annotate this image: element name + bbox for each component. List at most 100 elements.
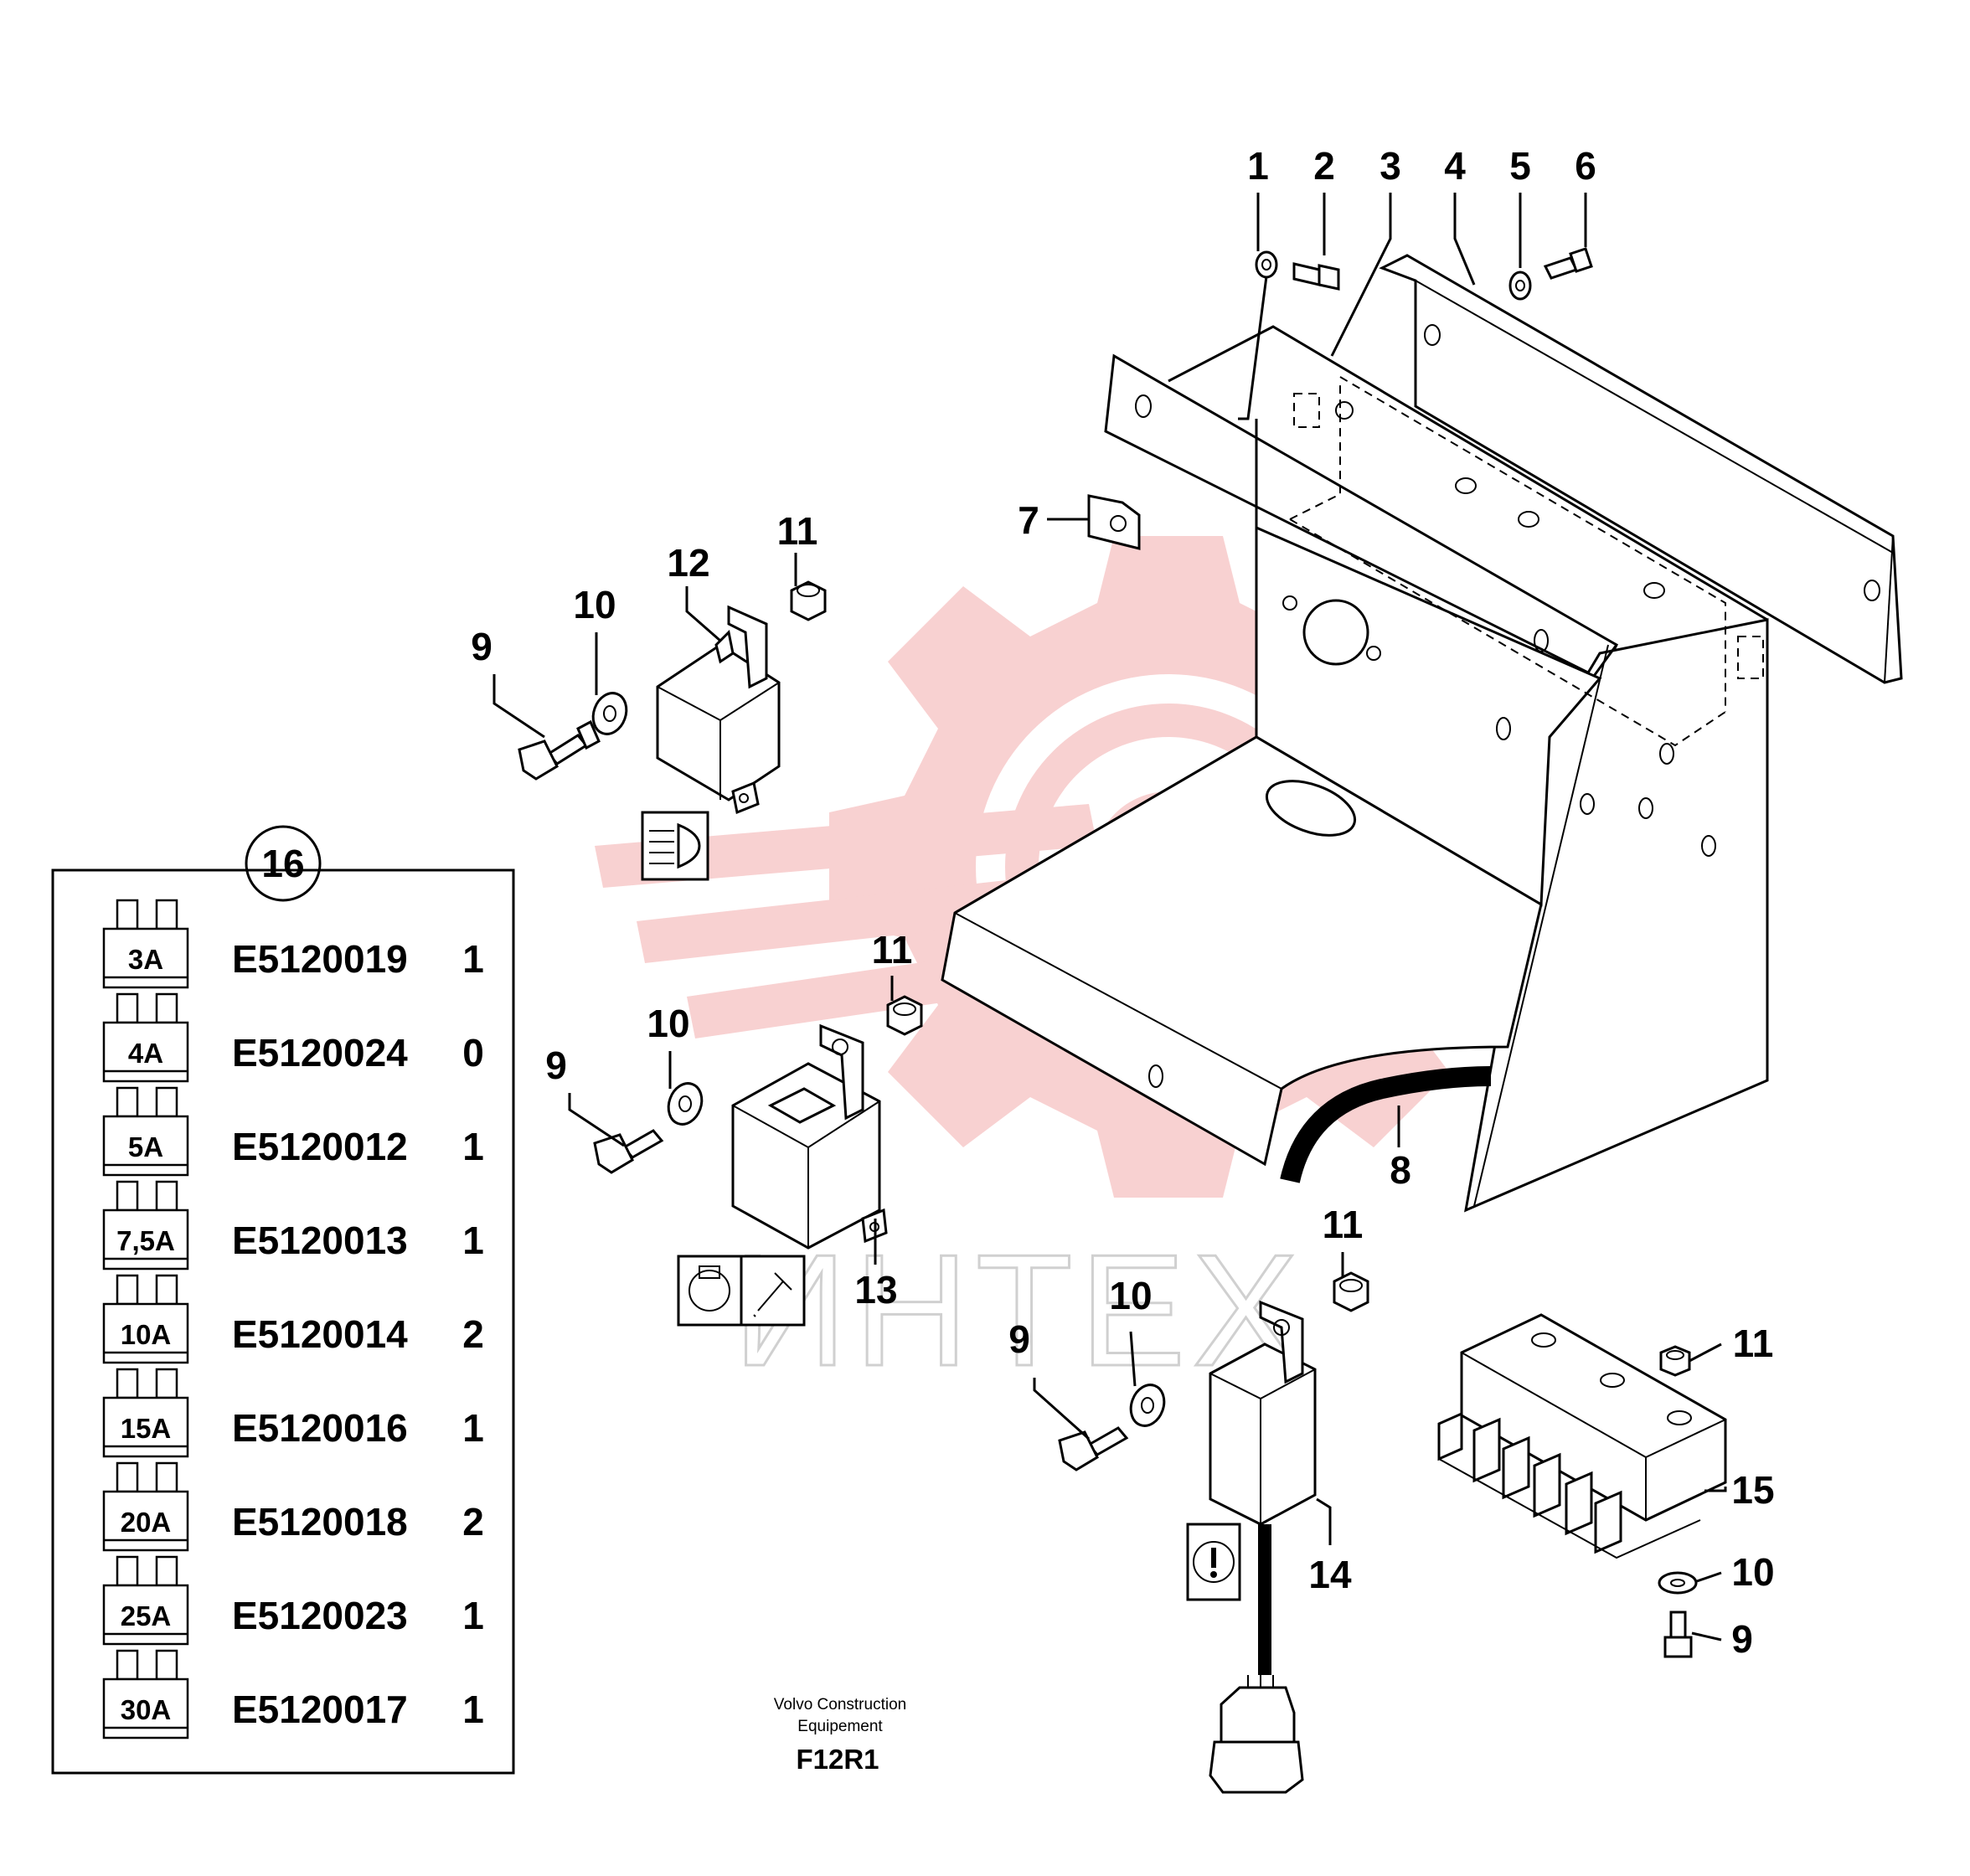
fuse-row: 15A E5120016 1 bbox=[102, 1368, 484, 1458]
fuse-quantity: 0 bbox=[462, 1031, 484, 1075]
callout-14: 14 bbox=[1308, 1553, 1352, 1596]
fuse-part-number: E5120017 bbox=[232, 1688, 408, 1731]
fuse-quantity: 1 bbox=[462, 937, 484, 981]
washer-10b bbox=[667, 1082, 704, 1126]
relay-12 bbox=[656, 605, 781, 815]
callout-10c: 10 bbox=[1109, 1274, 1152, 1317]
callout-5: 5 bbox=[1509, 144, 1531, 188]
callout-9d: 9 bbox=[1731, 1617, 1753, 1661]
bolt-9b bbox=[593, 1129, 664, 1174]
callout-9b: 9 bbox=[545, 1044, 567, 1087]
fuse-rating: 30A bbox=[121, 1694, 172, 1725]
bolt-9d bbox=[1663, 1611, 1693, 1658]
blade-fuse-icon bbox=[102, 992, 189, 1083]
callout-11b: 11 bbox=[872, 928, 913, 972]
fuse-quantity: 1 bbox=[462, 1594, 484, 1637]
callout-9c: 9 bbox=[1008, 1317, 1030, 1361]
bolt-2 bbox=[1292, 262, 1340, 291]
preheat-icon bbox=[677, 1255, 806, 1327]
callout-8: 8 bbox=[1390, 1148, 1411, 1192]
washer-5 bbox=[1508, 271, 1532, 301]
callout-2: 2 bbox=[1313, 144, 1335, 188]
washer-10d bbox=[1658, 1571, 1698, 1595]
nut-11b bbox=[886, 995, 923, 1036]
blade-fuse-icon bbox=[102, 1555, 189, 1646]
fuse-row: 25A E5120023 1 bbox=[102, 1555, 484, 1646]
callout-12: 12 bbox=[667, 541, 709, 585]
callout-13: 13 bbox=[854, 1268, 897, 1312]
fuse-rating: 15A bbox=[121, 1413, 172, 1444]
edge-strip bbox=[1280, 1066, 1492, 1183]
washer-10a bbox=[591, 692, 628, 735]
watermark-text: ИНТЕХ bbox=[733, 1222, 1305, 1399]
fuse-part-number: E5120014 bbox=[232, 1312, 408, 1356]
fuse-rating: 4A bbox=[128, 1038, 163, 1069]
warning-icon bbox=[1186, 1523, 1241, 1601]
callout-7: 7 bbox=[1018, 498, 1039, 542]
fuse-part-number: E5120018 bbox=[232, 1500, 408, 1544]
fuse-quantity: 2 bbox=[462, 1500, 484, 1544]
fuse-part-number: E5120013 bbox=[232, 1219, 408, 1262]
callout-16: 16 bbox=[261, 842, 304, 885]
callout-6: 6 bbox=[1575, 144, 1596, 188]
callout-10b: 10 bbox=[647, 1002, 689, 1045]
fuse-part-number: E5120024 bbox=[232, 1031, 408, 1075]
callout-9a: 9 bbox=[471, 625, 492, 668]
nut-11c bbox=[1333, 1271, 1369, 1312]
callout-1: 1 bbox=[1247, 144, 1269, 188]
callout-11a: 11 bbox=[777, 509, 818, 553]
washer-1 bbox=[1255, 250, 1278, 279]
fuse-part-number: E5120016 bbox=[232, 1406, 408, 1450]
fuse-row: 7,5A E5120013 1 bbox=[102, 1180, 484, 1270]
washer-10c bbox=[1129, 1384, 1166, 1427]
fuse-rating: 25A bbox=[121, 1600, 172, 1631]
fuse-row: 20A E5120018 2 bbox=[102, 1461, 484, 1552]
fuse-quantity: 1 bbox=[462, 1125, 484, 1168]
blade-fuse-icon bbox=[102, 1086, 189, 1177]
figure-code: F12R1 bbox=[796, 1744, 879, 1775]
fuse-quantity: 1 bbox=[462, 1406, 484, 1450]
fuse-part-number: E5120019 bbox=[232, 937, 408, 981]
fuse-row: 3A E5120019 1 bbox=[102, 899, 484, 989]
clip-nut-7 bbox=[1087, 494, 1141, 550]
bolt-9a bbox=[518, 719, 601, 781]
callout-4: 4 bbox=[1444, 144, 1466, 188]
fuse-row: 10A E5120014 2 bbox=[102, 1274, 484, 1364]
fuse-rating: 20A bbox=[121, 1507, 172, 1538]
fuse-row: 30A E5120017 1 bbox=[102, 1649, 484, 1739]
callout-11c: 11 bbox=[1323, 1203, 1364, 1246]
blade-fuse-icon bbox=[102, 1274, 189, 1364]
nut-11a bbox=[790, 580, 827, 621]
leader-lines bbox=[492, 193, 1727, 1642]
flasher-14 bbox=[1209, 1300, 1317, 1794]
callout-10a: 10 bbox=[573, 583, 616, 626]
callout-15: 15 bbox=[1731, 1468, 1774, 1512]
callout-3: 3 bbox=[1380, 144, 1401, 188]
fuse-rating: 7,5A bbox=[116, 1225, 175, 1256]
blade-fuse-icon bbox=[102, 1368, 189, 1458]
fuse-quantity: 1 bbox=[462, 1219, 484, 1262]
fuse-rating: 3A bbox=[128, 944, 163, 975]
nut-11d bbox=[1659, 1345, 1691, 1377]
caption-line-1: Volvo Construction bbox=[774, 1696, 906, 1714]
fuse-rating: 10A bbox=[121, 1319, 172, 1350]
blade-fuse-icon bbox=[102, 1180, 189, 1270]
main-bracket bbox=[941, 325, 1769, 1213]
angle-bar bbox=[1379, 254, 1903, 684]
bolt-9c bbox=[1058, 1426, 1129, 1471]
headlight-icon bbox=[641, 811, 709, 881]
fuse-quantity: 1 bbox=[462, 1688, 484, 1731]
callout-11d: 11 bbox=[1733, 1322, 1774, 1365]
fuse-box-15 bbox=[1437, 1313, 1727, 1559]
blade-fuse-icon bbox=[102, 1461, 189, 1552]
callout-10d: 10 bbox=[1731, 1550, 1774, 1594]
fuse-rating: 5A bbox=[128, 1131, 163, 1162]
fuse-part-number: E5120023 bbox=[232, 1594, 408, 1637]
fuse-row: 5A E5120012 1 bbox=[102, 1086, 484, 1177]
blade-fuse-icon bbox=[102, 1649, 189, 1739]
fuse-quantity: 2 bbox=[462, 1312, 484, 1356]
blade-fuse-icon bbox=[102, 899, 189, 989]
fuse-part-number: E5120012 bbox=[232, 1125, 408, 1168]
bolt-6 bbox=[1543, 247, 1593, 280]
